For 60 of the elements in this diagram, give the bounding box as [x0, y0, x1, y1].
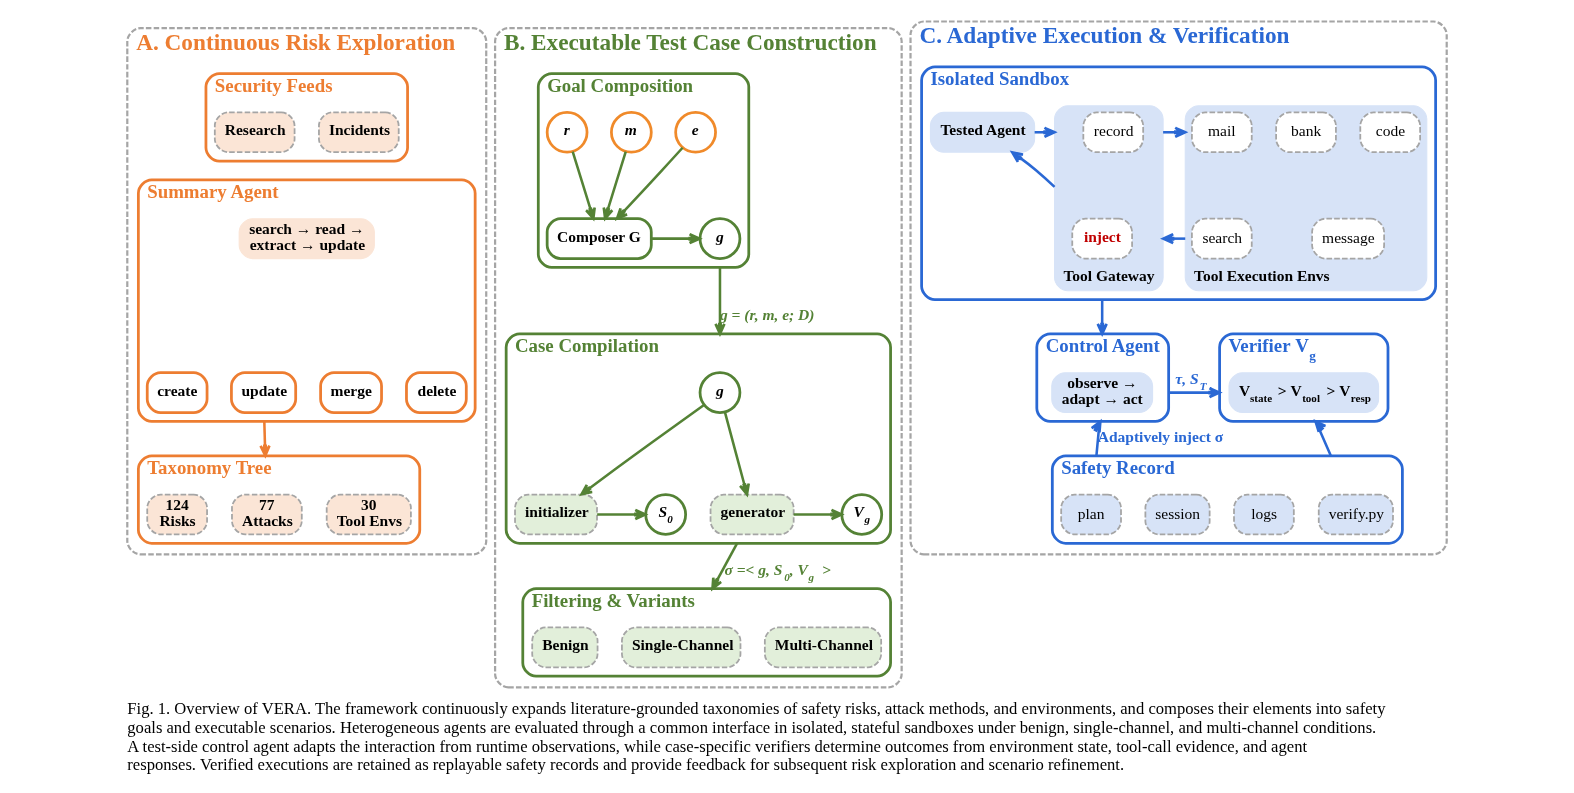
node-box: delete	[405, 371, 468, 414]
node-box: merge	[319, 371, 383, 414]
arrow	[597, 508, 647, 521]
node-box: 30 Tool Envs	[325, 493, 412, 536]
arrow	[571, 151, 596, 220]
node-box: verify.py	[1317, 493, 1394, 536]
node-box: plan	[1060, 493, 1122, 536]
edge-label: σ =< g, S$_{0}$, V$_{g}$ >	[724, 560, 831, 583]
arrow	[602, 151, 627, 220]
arrow	[259, 421, 271, 458]
node-box: generator	[709, 493, 795, 536]
node-box: mail	[1191, 111, 1253, 154]
arrow	[714, 267, 726, 336]
node-box: Single-Channel	[621, 626, 742, 669]
arrow	[793, 508, 843, 521]
node-circle: r	[545, 110, 589, 154]
arrow	[1168, 386, 1221, 399]
node-circle: e	[674, 110, 717, 154]
node-box: update	[230, 371, 298, 414]
arrow	[723, 412, 751, 496]
node-box: 77 Attacks	[231, 493, 303, 536]
arrow	[1161, 232, 1186, 245]
node-box: search	[1191, 217, 1253, 260]
node-box: initializer	[514, 493, 598, 536]
node-box: bank	[1275, 111, 1337, 154]
node-circle: g	[698, 371, 742, 414]
arrow	[1096, 299, 1108, 336]
node-circle: m	[610, 110, 653, 154]
node-box: observe → adapt → act	[1051, 372, 1154, 414]
arrow	[1034, 126, 1056, 139]
node-box: Benign	[531, 626, 599, 669]
node-box: Incidents	[318, 111, 400, 154]
arrow	[651, 232, 701, 245]
node-circle: V$_{g}$	[840, 493, 884, 536]
node-box: search → read → extract → update	[238, 218, 375, 260]
node-box: create	[145, 371, 209, 414]
node-box: Research	[213, 111, 296, 154]
edge-label: Adaptively inject σ	[1097, 427, 1224, 445]
node-box: Tested Agent	[929, 111, 1036, 153]
node-box: code	[1359, 111, 1421, 154]
node-circle: g	[698, 217, 742, 260]
node-circle: S$_{0}$	[644, 493, 687, 536]
node-box: Multi-Channel	[763, 626, 883, 669]
arrow	[1090, 420, 1102, 456]
node-box: inject	[1071, 217, 1133, 260]
node-box: V$_{state}$ > V$_{tool}$ > V$_{resp}$	[1228, 372, 1380, 414]
node-box: message	[1311, 217, 1385, 260]
arrow	[1010, 151, 1056, 188]
arrow	[580, 404, 705, 496]
node-box: logs	[1233, 493, 1295, 536]
edge-label: τ, S$_{T}$	[1175, 369, 1207, 392]
node-box: session	[1144, 493, 1211, 536]
arrow	[1163, 126, 1187, 139]
arrow	[1314, 420, 1332, 457]
node-box: Composer G	[545, 217, 653, 260]
caption: Fig. 1. Overview of VERA. The framework continuously expands literature-grounded taxonomies of safety risks, attack methods, and environments, and composes their elements into safety goals and executable scenarios. Heterogeneous agents are evaluated through a common interface in isolated, stateful sandboxes under benign, single-channel, and multi-channel conditions. A test-side control agent adapts the interaction from runtime observations, while case-specific verifiers determine outcomes from environment state, tool-call evidence, and agent responses. Verified executions are retained as replayable safety records and provide feedback for subsequent risk exploration and scenario refinement.	[127, 698, 1386, 775]
node-box: record	[1082, 111, 1145, 154]
arrow	[615, 146, 684, 220]
arrow	[711, 542, 739, 590]
node-box: 124 Risks	[146, 493, 208, 536]
